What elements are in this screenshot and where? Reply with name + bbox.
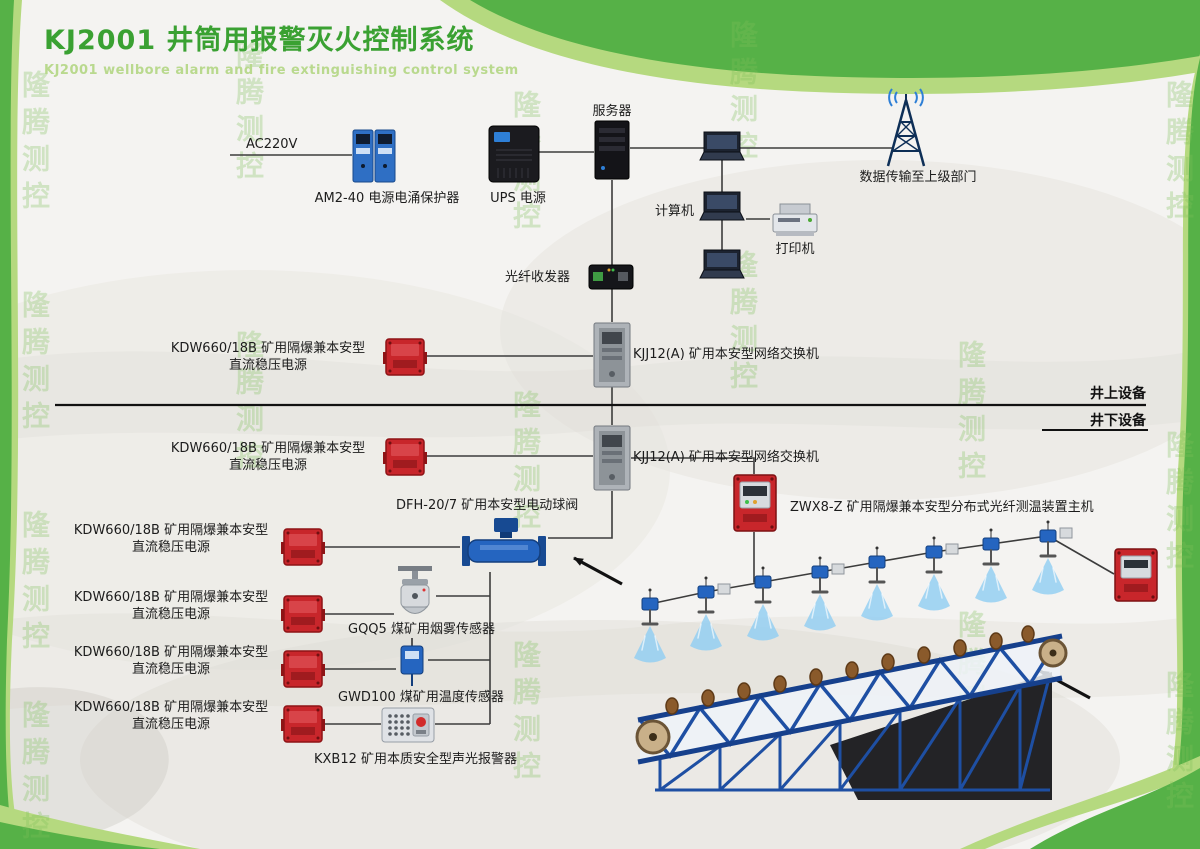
laptop-device [698, 130, 746, 166]
power-supply-label-line2: 直流稳压电源 [131, 662, 210, 677]
fiber-transceiver-device [588, 262, 634, 292]
watermark-text: 隆腾测控 [1162, 670, 1195, 818]
power-supply-device [383, 338, 427, 376]
laptop-device [698, 190, 746, 226]
fiber-transceiver-label: 光纤收发器 [505, 270, 571, 285]
printer-device [770, 200, 820, 240]
server-label: 服务器 [592, 104, 632, 119]
junction-box-device [1114, 548, 1158, 602]
watermark-text: 隆腾测控 [954, 340, 987, 488]
ball-valve-label: DFH-20/7 矿用本安型电动球阀 [396, 498, 579, 513]
ups-device [488, 124, 540, 184]
network-switch-device [593, 425, 631, 491]
watermark-text: 隆腾测控 [18, 700, 51, 848]
sprinkler-assembly [975, 528, 1007, 603]
watermark-text: 隆腾测控 [1162, 80, 1195, 228]
network-switch-device [593, 322, 631, 388]
header: KJ2001 井筒用报警灭火控制系统 KJ2001 wellbore alarm… [44, 18, 519, 78]
temp-sensor-label: GWD100 煤矿用温度传感器 [338, 690, 504, 705]
printer-label: 打印机 [775, 242, 815, 257]
network-switch-label: KJJ12(A) 矿用本安型网络交换机 [633, 450, 819, 465]
ball-valve-device [460, 518, 548, 572]
watermark-text: 隆腾测控 [954, 610, 987, 758]
power-supply-label-line2: 直流稳压电源 [131, 540, 210, 555]
sprinkler-assembly [747, 566, 779, 641]
power-supply-device [281, 705, 325, 743]
power-supply-label-line1: KDW660/18B 矿用隔爆兼本安型 [73, 700, 269, 715]
power-supply-device [281, 528, 325, 566]
watermark-text: 隆腾测控 [18, 290, 51, 438]
sprinkler-assembly [918, 536, 959, 611]
data-transfer-label: 数据传输至上级部门 [859, 170, 977, 185]
power-supply-label: KDW660/18B 矿用隔爆兼本安型 直流稳压电源 [160, 340, 376, 374]
conveyor-rollers [665, 625, 1035, 715]
fiber-temp-host-device [733, 474, 777, 532]
radio-tower-icon [876, 88, 936, 168]
ups-label: UPS 电源 [490, 191, 546, 206]
temp-sensor-device [396, 638, 428, 688]
power-supply-label-line1: KDW660/18B 矿用隔爆兼本安型 [170, 341, 366, 356]
sprinkler-assembly [634, 588, 666, 663]
ac220v-label: AC220V [246, 137, 298, 152]
power-supply-label-line2: 直流稳压电源 [131, 717, 210, 732]
page-title: KJ2001 井筒用报警灭火控制系统 [44, 25, 475, 56]
smoke-sensor-device [394, 566, 436, 624]
server-device [594, 120, 630, 180]
power-supply-device [383, 438, 427, 476]
page-subtitle: KJ2001 wellbore alarm and fire extinguis… [44, 63, 519, 78]
power-supply-label-line1: KDW660/18B 矿用隔爆兼本安型 [170, 441, 366, 456]
sprinkler-assembly [861, 546, 893, 621]
surge-protector-label: AM2-40 电源电涌保护器 [314, 191, 460, 206]
surface-zone-label: 井上设备 [1090, 386, 1146, 402]
power-supply-label-line2: 直流稳压电源 [131, 607, 210, 622]
underground-zone-label: 井下设备 [1090, 413, 1146, 429]
power-supply-device [281, 595, 325, 633]
power-supply-label-line1: KDW660/18B 矿用隔爆兼本安型 [73, 523, 269, 538]
watermark-text: 隆腾测控 [18, 510, 51, 658]
power-supply-label-line1: KDW660/18B 矿用隔爆兼本安型 [73, 645, 269, 660]
conveyor-belt [635, 625, 1068, 800]
sprinkler-assembly [804, 556, 845, 631]
watermark-text: 隆腾测控 [1162, 430, 1195, 578]
conveyor-pulley-right [1038, 638, 1068, 668]
power-supply-label-line1: KDW660/18B 矿用隔爆兼本安型 [73, 590, 269, 605]
watermark-text: 隆腾测控 [18, 70, 51, 218]
alarm-device [381, 704, 435, 746]
fiber-temp-host-label: ZWX8-Z 矿用隔爆兼本安型分布式光纤测温装置主机 [790, 500, 1094, 515]
power-supply-label: KDW660/18B 矿用隔爆兼本安型 直流稳压电源 [66, 644, 276, 678]
computer-label: 计算机 [655, 204, 695, 219]
network-switch-label: KJJ12(A) 矿用本安型网络交换机 [633, 347, 819, 362]
smoke-sensor-label: GQQ5 煤矿用烟雾传感器 [348, 622, 495, 637]
laptop-device [698, 248, 746, 284]
power-supply-label: KDW660/18B 矿用隔爆兼本安型 直流稳压电源 [66, 699, 276, 733]
power-supply-label: KDW660/18B 矿用隔爆兼本安型 直流稳压电源 [66, 522, 276, 556]
power-supply-label-line2: 直流稳压电源 [228, 358, 307, 373]
sprinkler-assembly [690, 576, 731, 651]
surge-protector-device [352, 126, 396, 184]
conveyor-pulley-left [635, 719, 671, 755]
power-supply-label-line2: 直流稳压电源 [228, 458, 307, 473]
power-supply-label: KDW660/18B 矿用隔爆兼本安型 直流稳压电源 [66, 589, 276, 623]
sprinkler-assembly [1032, 520, 1073, 595]
alarm-label: KXB12 矿用本质安全型声光报警器 [314, 752, 518, 767]
flow-arrows [573, 556, 1091, 700]
power-supply-device [281, 650, 325, 688]
power-supply-label: KDW660/18B 矿用隔爆兼本安型 直流稳压电源 [160, 440, 376, 474]
watermark-text: 隆腾测控 [509, 390, 542, 538]
